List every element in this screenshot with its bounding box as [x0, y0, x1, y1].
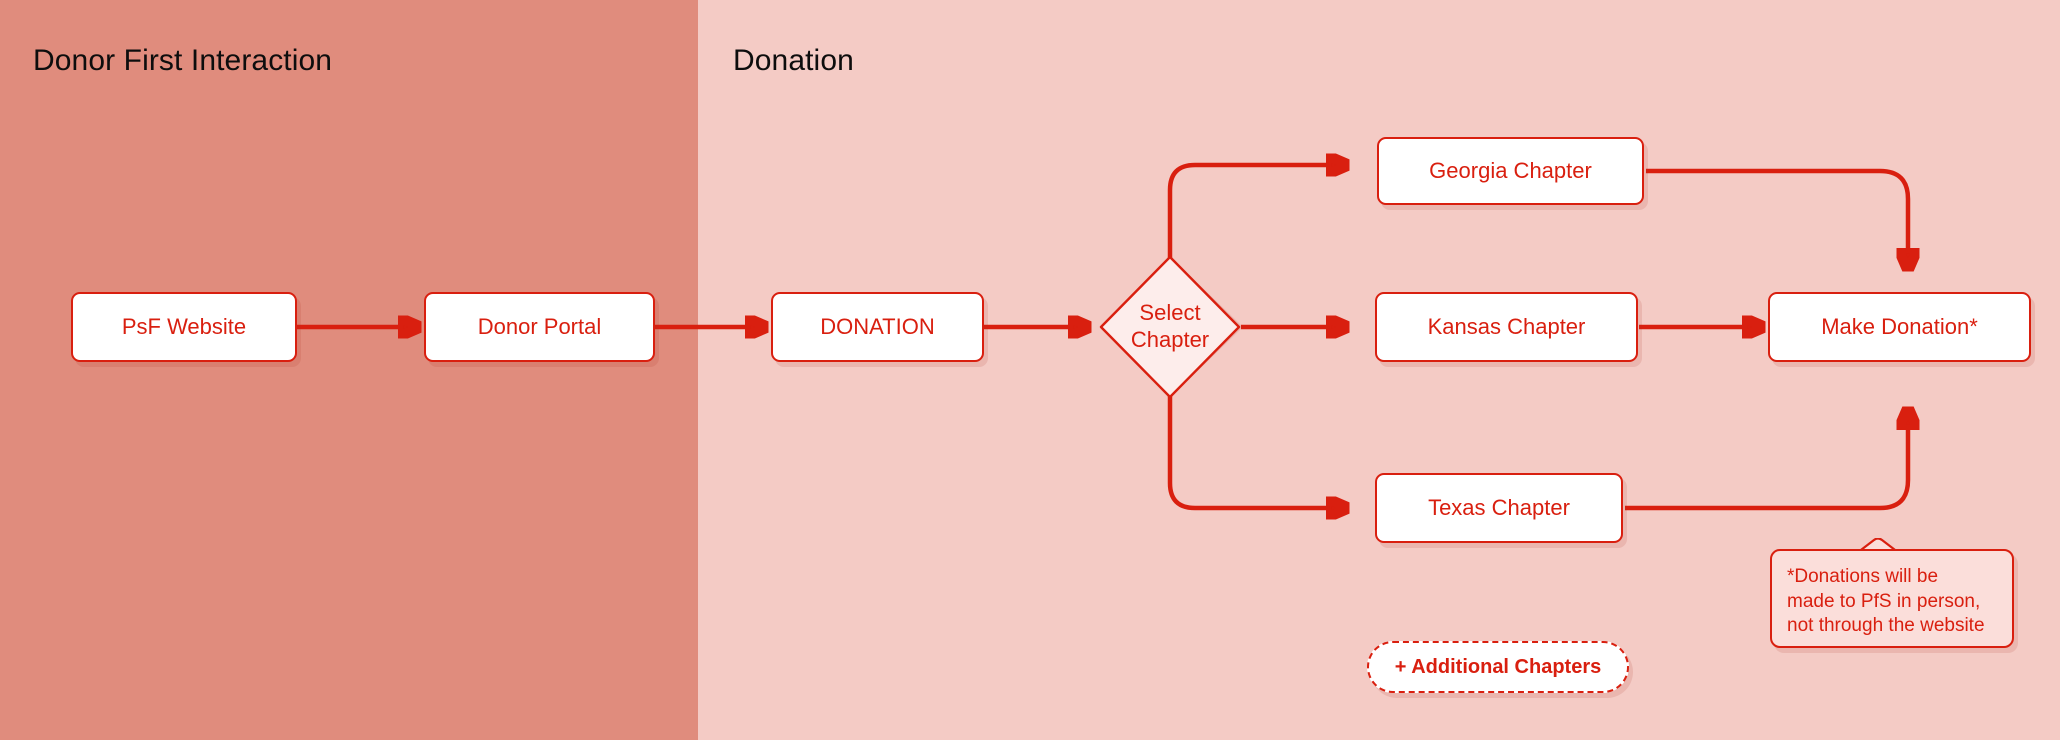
lane-title-donation: Donation	[733, 44, 854, 77]
add-additional-chapters-label: + Additional Chapters	[1394, 655, 1602, 678]
footnote-callout-text: *Donations will be made to PfS in person…	[1770, 549, 2014, 648]
node-make-donation[interactable]: Make Donation*	[1768, 292, 2031, 362]
node-donation[interactable]: DONATION	[771, 292, 984, 362]
node-select-chapter[interactable]: Select Chapter	[1093, 252, 1247, 402]
node-georgia-chapter[interactable]: Georgia Chapter	[1377, 137, 1644, 205]
node-kansas-chapter-label: Kansas Chapter	[1427, 313, 1586, 339]
node-donation-label: DONATION	[820, 313, 935, 339]
footnote-callout: *Donations will be made to PfS in person…	[1770, 538, 2014, 648]
node-texas-chapter-label: Texas Chapter	[1428, 494, 1570, 520]
node-georgia-chapter-label: Georgia Chapter	[1429, 157, 1592, 183]
node-make-donation-label: Make Donation*	[1821, 313, 1978, 339]
node-texas-chapter[interactable]: Texas Chapter	[1375, 473, 1623, 543]
node-psf-website-label: PsF Website	[121, 313, 247, 339]
node-select-chapter-label: Select Chapter	[1130, 300, 1210, 352]
lane-title-donor-first-interaction: Donor First Interaction	[33, 44, 333, 77]
add-additional-chapters-button[interactable]: + Additional Chapters	[1367, 641, 1629, 693]
diamond-shape-icon	[1099, 255, 1243, 399]
lane-donor-first-interaction	[0, 0, 698, 740]
node-donor-portal-label: Donor Portal	[477, 313, 602, 339]
node-donor-portal[interactable]: Donor Portal	[424, 292, 655, 362]
node-psf-website[interactable]: PsF Website	[71, 292, 297, 362]
node-kansas-chapter[interactable]: Kansas Chapter	[1375, 292, 1638, 362]
